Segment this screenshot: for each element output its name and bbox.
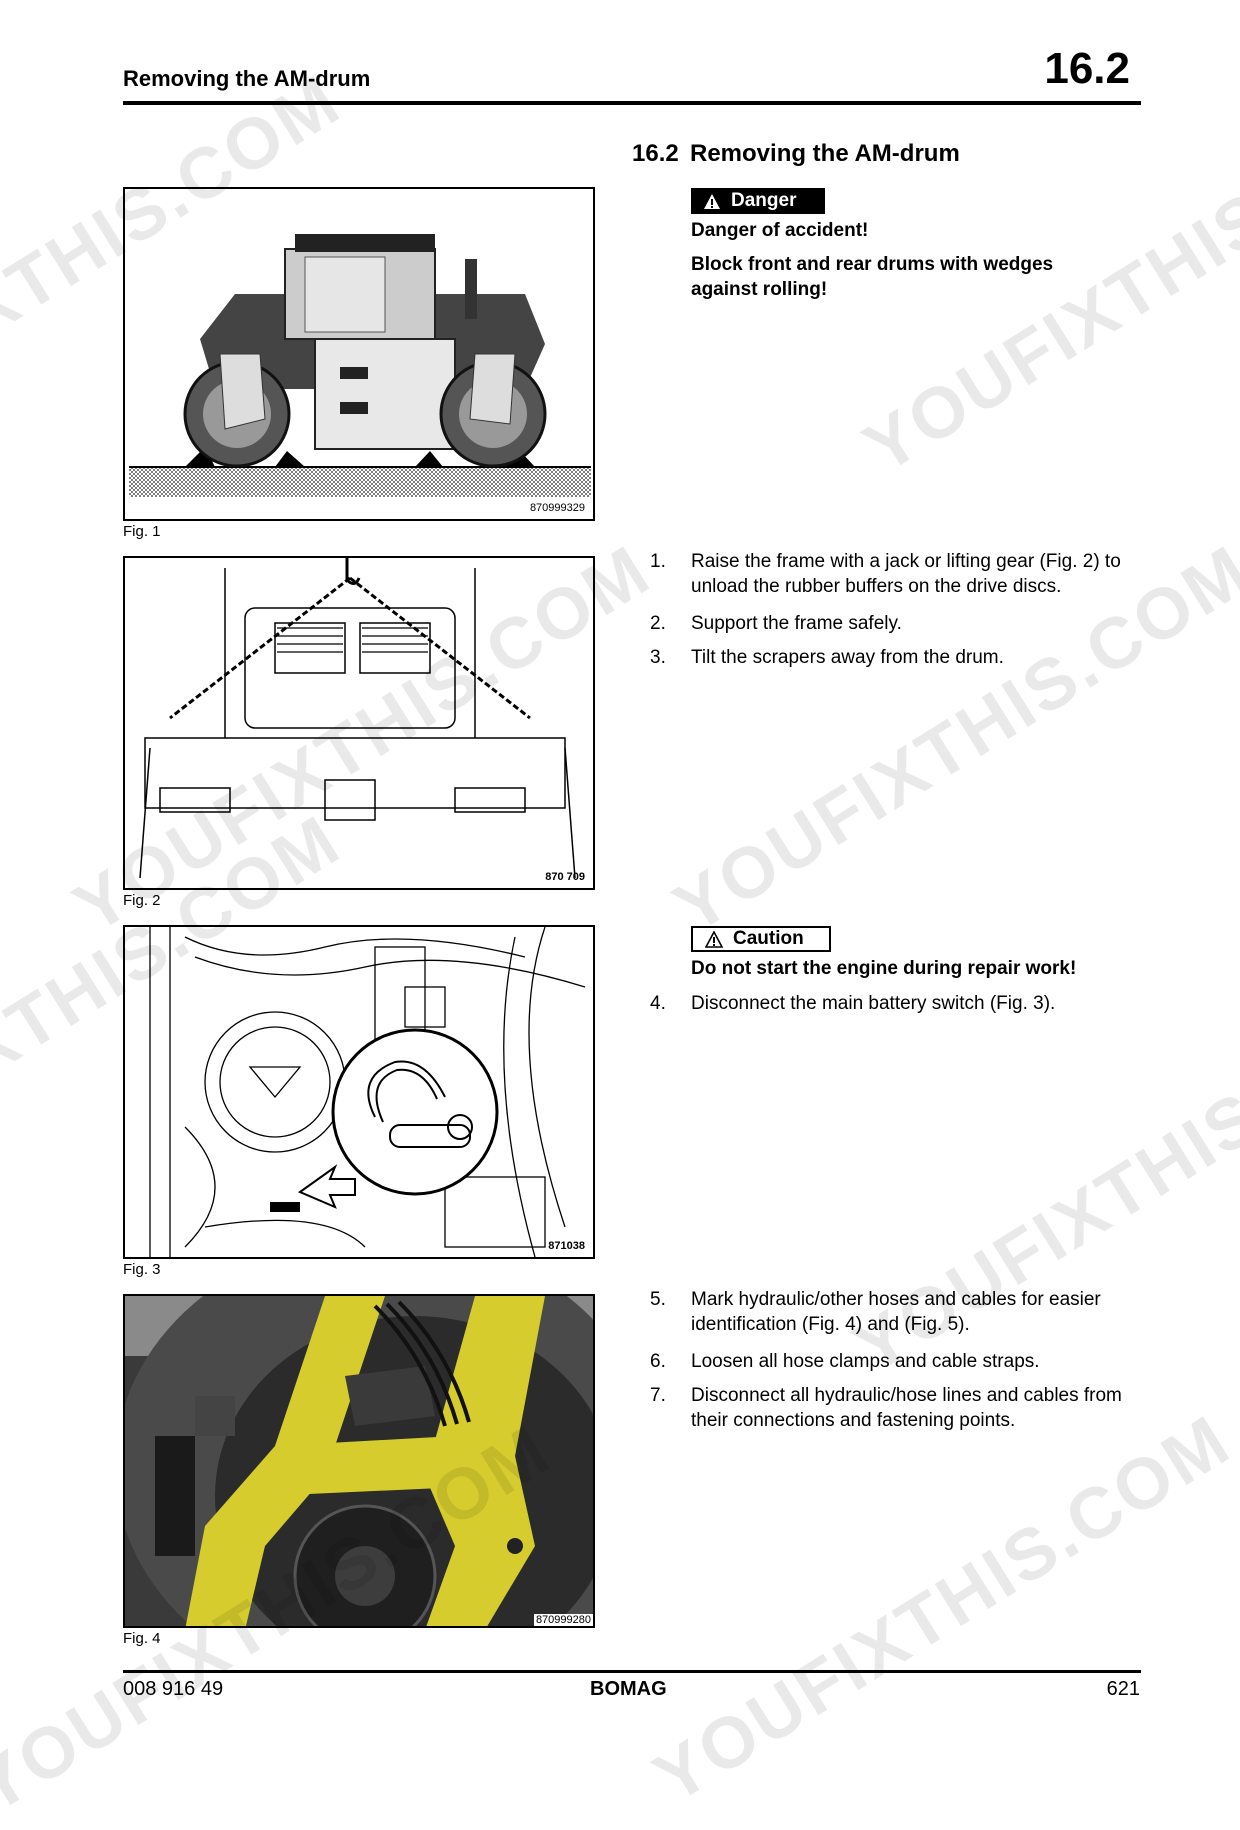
step-item: 4. Disconnect the main battery switch (F… xyxy=(650,991,1150,1016)
figure-3-caption: Fig. 3 xyxy=(123,1261,161,1278)
step-number: 5. xyxy=(650,1289,666,1310)
figure-2-code: 870 709 xyxy=(545,871,585,883)
step-text: Raise the frame with a jack or lifting g… xyxy=(691,551,1121,597)
figure-1-roller-image: 870999329 xyxy=(123,187,595,521)
step-text: Disconnect all hydraulic/hose lines and … xyxy=(691,1385,1122,1431)
footer-brand: BOMAG xyxy=(590,1678,667,1700)
step-item: 2. Support the frame safely. xyxy=(650,611,1150,636)
figure-4-caption: Fig. 4 xyxy=(123,1630,161,1647)
step-number: 2. xyxy=(650,613,666,634)
page-header-section-number: 16.2 xyxy=(1044,44,1130,93)
figure-2-caption: Fig. 2 xyxy=(123,892,161,909)
caution-text: Do not start the engine during repair wo… xyxy=(691,958,1077,979)
footer-document-number: 008 916 49 xyxy=(123,1678,224,1700)
figure-1-code: 870999329 xyxy=(529,502,585,514)
step-number: 4. xyxy=(650,993,666,1014)
figure-1-caption: Fig. 1 xyxy=(123,523,161,540)
figure-4-drum-photo: 870999280 xyxy=(123,1294,595,1628)
step-item: 1. Raise the frame with a jack or liftin… xyxy=(650,549,1150,599)
watermark: YOUFIXTHIS.COM xyxy=(640,1400,1240,1819)
step-number: 1. xyxy=(650,551,666,572)
danger-line-2: Block front and rear drums with wedges a… xyxy=(691,254,1054,300)
caution-label: Caution xyxy=(733,928,804,949)
figure-2-lifting-image: 870 709 xyxy=(123,556,595,890)
step-text: Support the frame safely. xyxy=(691,613,902,634)
danger-line-1: Danger of accident! xyxy=(691,220,869,241)
page-header-title: Removing the AM-drum xyxy=(123,66,371,91)
figure-3-battery-switch-image: 871038 xyxy=(123,925,595,1259)
warning-triangle-icon xyxy=(705,930,723,948)
warning-triangle-icon xyxy=(704,193,720,209)
section-heading: 16.2 Removing the AM-drum xyxy=(632,140,960,168)
figure-3-code: 871038 xyxy=(548,1240,585,1252)
watermark: YOUFIXTHIS xyxy=(840,1076,1240,1389)
step-number: 6. xyxy=(650,1351,666,1372)
step-text: Loosen all hose clamps and cable straps. xyxy=(691,1351,1040,1372)
footer-page-number: 621 xyxy=(1106,1678,1140,1700)
step-item: 6. Loosen all hose clamps and cable stra… xyxy=(650,1349,1150,1374)
danger-badge: Danger xyxy=(691,188,825,214)
step-number: 7. xyxy=(650,1385,666,1406)
danger-label: Danger xyxy=(731,190,797,211)
figure-4-code: 870999280 xyxy=(533,1614,593,1626)
step-item: 3. Tilt the scrapers away from the drum. xyxy=(650,645,1150,670)
step-number: 3. xyxy=(650,647,666,668)
step-text: Mark hydraulic/other hoses and cables fo… xyxy=(691,1289,1101,1335)
section-heading-number: 16.2 xyxy=(632,140,679,167)
caution-badge: Caution xyxy=(691,926,831,952)
step-text: Disconnect the main battery switch (Fig.… xyxy=(691,993,1056,1014)
step-text: Tilt the scrapers away from the drum. xyxy=(691,647,1004,668)
header-divider xyxy=(123,101,1141,105)
step-item: 5. Mark hydraulic/other hoses and cables… xyxy=(650,1287,1150,1337)
step-item: 7. Disconnect all hydraulic/hose lines a… xyxy=(650,1383,1150,1433)
footer-divider xyxy=(123,1670,1141,1673)
section-heading-title: Removing the AM-drum xyxy=(690,140,960,167)
